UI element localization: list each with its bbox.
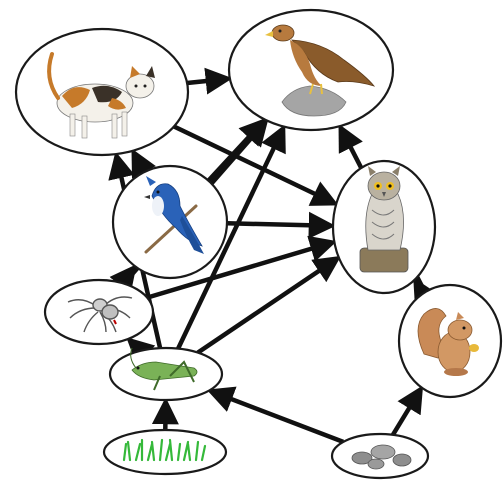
node-cat: [16, 29, 188, 155]
node-blue-jay: [113, 166, 227, 278]
arrow-seeds-to-squirrel: [393, 391, 420, 435]
node-owl: [333, 161, 435, 293]
node-spider: [45, 280, 153, 344]
arrow-grasshopper-to-spider: [131, 342, 141, 351]
arrow-blue-jay-to-owl: [227, 223, 329, 225]
node-grasshopper: [110, 348, 222, 400]
node-squirrel: [399, 285, 501, 397]
arrow-cat-to-hawk: [187, 79, 226, 83]
arrow-blue-jay-to-cat: [135, 154, 144, 172]
node-grass: [104, 430, 226, 474]
arrow-blue-jay-to-hawk: [208, 123, 262, 181]
node-hawk: [229, 10, 393, 130]
arrow-seeds-to-grasshopper: [213, 392, 343, 442]
arrow-grasshopper-to-owl: [198, 260, 336, 353]
node-seeds: [332, 434, 428, 478]
